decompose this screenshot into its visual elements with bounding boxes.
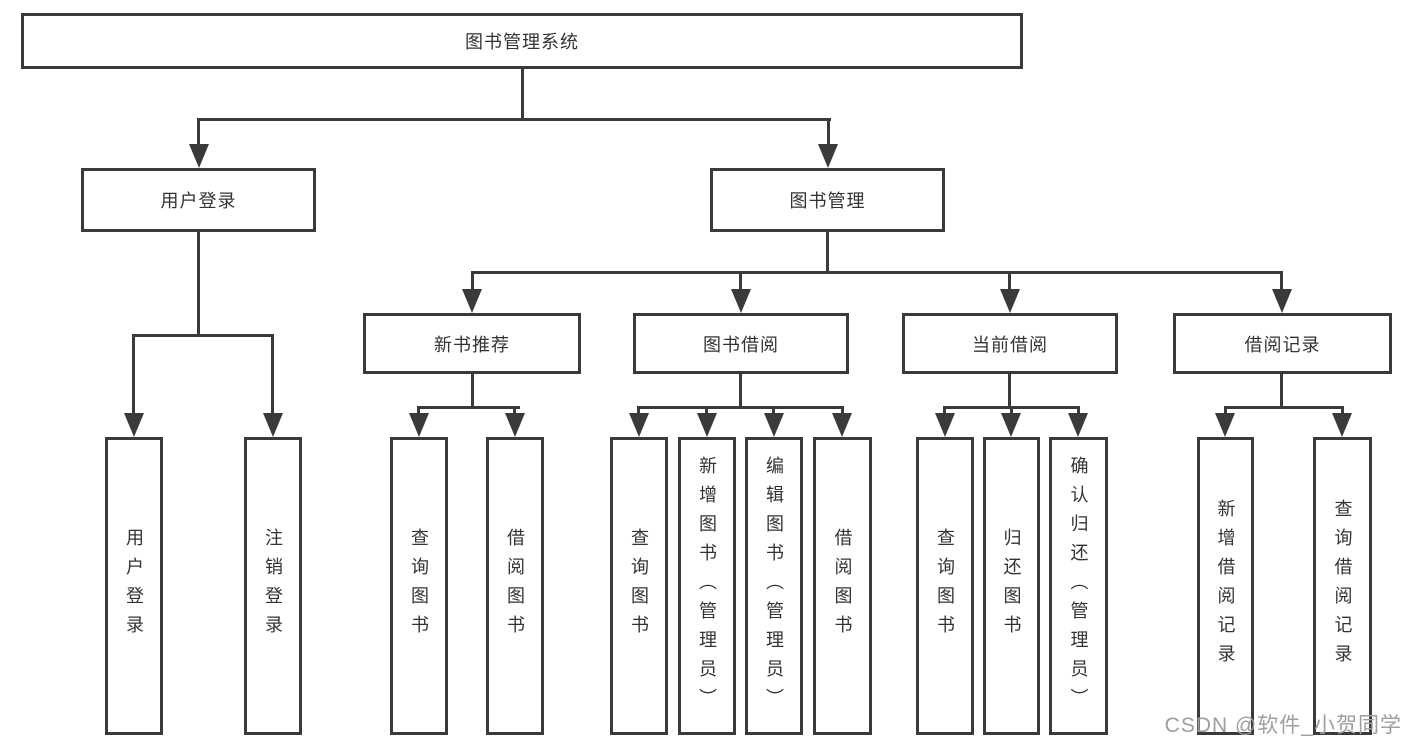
- leaf-add-borrow-record-label: 新增借阅记录: [1215, 499, 1236, 673]
- leaf-confirm-return-admin: 确认归还（管理员）: [1049, 437, 1108, 735]
- node-user-login: 用户登录: [81, 168, 316, 232]
- arrow-down-icon: [731, 289, 751, 313]
- arrow-down-icon: [462, 289, 482, 313]
- node-library-system: 图书管理系统: [21, 13, 1023, 69]
- arrow-down-icon: [1272, 289, 1292, 313]
- connector-to-current-borrow: [1008, 271, 1011, 293]
- node-current-borrow-label: 当前借阅: [972, 334, 1048, 355]
- connector-to-leaf: [772, 406, 775, 416]
- arrow-down-icon: [1000, 289, 1020, 313]
- leaf-logout: 注销登录: [244, 437, 302, 735]
- connector-to-new-book: [471, 271, 474, 293]
- connector-book-management-drop: [826, 232, 829, 274]
- leaf-query-borrow-record-label: 查询借阅记录: [1332, 499, 1353, 673]
- leaf-user-login: 用户登录: [105, 437, 163, 735]
- connector-to-leaf: [637, 406, 640, 416]
- leaf-add-borrow-record: 新增借阅记录: [1197, 437, 1254, 735]
- connector-to-leaf: [1010, 406, 1013, 416]
- node-book-borrow: 图书借阅: [633, 313, 849, 374]
- leaf-user-login-label: 用户登录: [124, 528, 144, 644]
- connector-to-leaf: [417, 406, 420, 416]
- connector-user-login-drop: [197, 232, 200, 337]
- node-borrow-records-label: 借阅记录: [1244, 334, 1321, 355]
- leaf-borrow-books-recommend: 借阅图书: [486, 437, 544, 735]
- connector-to-book-management: [827, 118, 830, 148]
- node-book-management-label: 图书管理: [789, 191, 866, 211]
- leaf-query-books-current-label: 查询图书: [935, 528, 955, 644]
- arrow-down-icon: [764, 413, 784, 437]
- connector-root-drop: [521, 69, 524, 118]
- leaf-query-books-recommend-label: 查询图书: [409, 528, 429, 644]
- leaf-borrow-books-recommend-label: 借阅图书: [505, 528, 525, 644]
- connector-book-borrow-drop: [739, 374, 742, 409]
- watermark: CSDN @软件_小贺同学: [1164, 714, 1402, 737]
- arrow-down-icon: [505, 413, 525, 437]
- node-new-book-recommend-label: 新书推荐: [434, 334, 510, 355]
- connector-to-leaf: [271, 334, 274, 416]
- leaf-borrow-books: 借阅图书: [813, 437, 872, 735]
- node-user-login-label: 用户登录: [160, 191, 237, 211]
- arrow-down-icon: [124, 413, 144, 437]
- arrow-down-icon: [1068, 413, 1088, 437]
- connector-root-split: [197, 118, 831, 121]
- connector-to-leaf: [132, 334, 135, 416]
- arrow-down-icon: [263, 413, 283, 437]
- arrow-down-icon: [935, 413, 955, 437]
- arrow-down-icon: [409, 413, 429, 437]
- connector-to-leaf: [705, 406, 708, 416]
- leaf-query-books-borrow: 查询图书: [610, 437, 668, 735]
- node-book-borrow-label: 图书借阅: [703, 334, 779, 355]
- leaf-edit-books-admin-label: 编辑图书（管理员）: [764, 455, 784, 717]
- arrow-down-icon: [1001, 413, 1021, 437]
- connector-current-borrow-drop: [1008, 374, 1011, 409]
- connector-to-leaf: [841, 406, 844, 416]
- connector-to-leaf: [513, 406, 516, 416]
- arrow-down-icon: [189, 144, 209, 168]
- connector-to-leaf: [943, 406, 946, 416]
- node-borrow-records: 借阅记录: [1173, 313, 1392, 374]
- leaf-return-books-label: 归还图书: [1001, 528, 1022, 644]
- arrow-down-icon: [1332, 413, 1352, 437]
- connector-book-management-split: [471, 271, 1283, 274]
- connector-to-borrow-records: [1280, 271, 1283, 293]
- node-new-book-recommend: 新书推荐: [363, 313, 581, 374]
- connector-borrow-records-split: [1224, 406, 1344, 409]
- connector-to-user-login: [197, 118, 200, 148]
- leaf-confirm-return-admin-label: 确认归还（管理员）: [1068, 455, 1089, 717]
- leaf-query-books-borrow-label: 查询图书: [629, 528, 649, 644]
- node-current-borrow: 当前借阅: [902, 313, 1118, 374]
- connector-to-leaf: [1341, 406, 1344, 416]
- node-library-system-label: 图书管理系统: [465, 32, 579, 52]
- leaf-add-books-admin: 新增图书（管理员）: [678, 437, 736, 735]
- connector-borrow-records-drop: [1280, 374, 1283, 409]
- arrow-down-icon: [1215, 413, 1235, 437]
- arrow-down-icon: [697, 413, 717, 437]
- connector-user-login-split: [132, 334, 274, 337]
- leaf-query-books-current: 查询图书: [916, 437, 974, 735]
- leaf-query-borrow-record: 查询借阅记录: [1313, 437, 1372, 735]
- leaf-edit-books-admin: 编辑图书（管理员）: [745, 437, 803, 735]
- leaf-query-books-recommend: 查询图书: [390, 437, 448, 735]
- leaf-add-books-admin-label: 新增图书（管理员）: [697, 455, 717, 717]
- arrow-down-icon: [818, 144, 838, 168]
- leaf-borrow-books-label: 借阅图书: [832, 528, 853, 644]
- leaf-logout-label: 注销登录: [263, 528, 283, 644]
- connector-to-book-borrow: [739, 271, 742, 293]
- arrow-down-icon: [629, 413, 649, 437]
- connector-to-leaf: [1224, 406, 1227, 416]
- connector-new-book-split: [417, 406, 520, 409]
- connector-book-borrow-split: [637, 406, 844, 409]
- connector-new-book-drop: [471, 374, 474, 409]
- node-book-management: 图书管理: [710, 168, 945, 232]
- arrow-down-icon: [832, 413, 852, 437]
- leaf-return-books: 归还图书: [983, 437, 1040, 735]
- connector-to-leaf: [1077, 406, 1080, 416]
